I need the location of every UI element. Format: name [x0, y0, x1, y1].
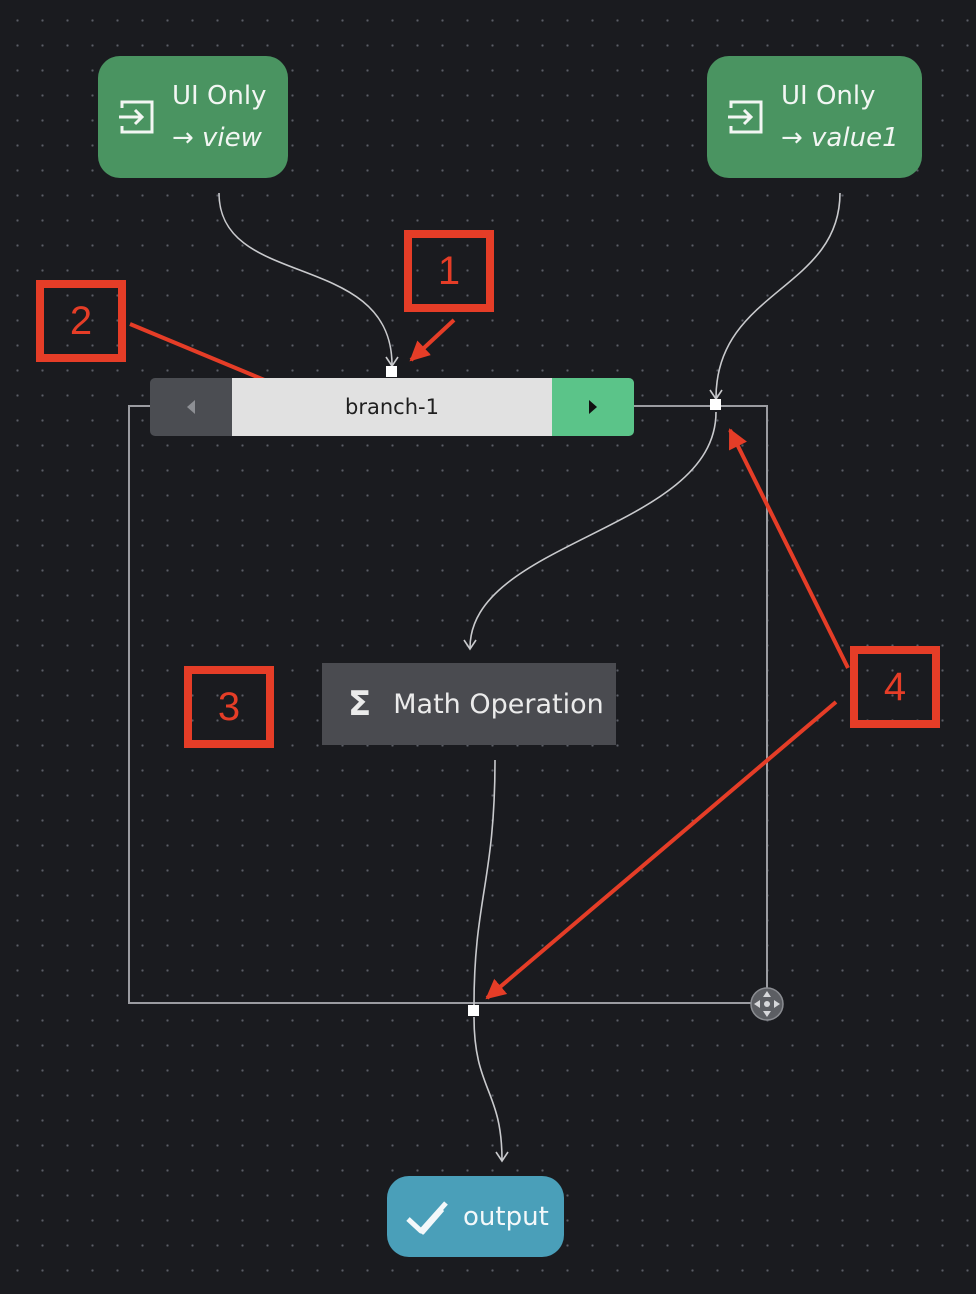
- annotation-badge-1: 1: [404, 230, 494, 312]
- branch-prev-button[interactable]: [150, 378, 232, 436]
- input-arrow-icon: [728, 100, 763, 134]
- input-node-view[interactable]: UI Only → view: [98, 56, 288, 178]
- wire-arrow-output: [495, 1151, 509, 1163]
- group-output-port[interactable]: [468, 1005, 479, 1016]
- input-node-variable: → view: [172, 123, 262, 153]
- wire-math-to-group-output: [473, 759, 496, 1006]
- input-node-value1[interactable]: UI Only → value1: [707, 56, 922, 178]
- branch-next-button[interactable]: [552, 378, 634, 436]
- move-resize-icon[interactable]: [750, 987, 784, 1021]
- annotation-badge-4: 4: [850, 646, 940, 728]
- input-node-variable: → value1: [781, 123, 899, 153]
- output-node[interactable]: output: [387, 1176, 564, 1257]
- wire-arrow-math: [463, 639, 477, 651]
- caret-right-icon: [589, 400, 597, 414]
- wire-value1-to-group: [715, 192, 841, 399]
- caret-left-icon: [187, 400, 195, 414]
- wire-group-to-output: [473, 1016, 503, 1161]
- input-arrow-icon: [119, 100, 154, 134]
- sigma-icon: Σ: [348, 684, 372, 724]
- wire-view-to-branch: [218, 192, 393, 366]
- annotation-badge-2: 2: [36, 280, 126, 362]
- input-node-text: UI Only → value1: [781, 75, 899, 159]
- branch-selector: branch-1: [150, 378, 634, 436]
- branch-name-label[interactable]: branch-1: [232, 378, 552, 436]
- input-node-label: UI Only: [172, 81, 267, 111]
- branch-input-port[interactable]: [386, 366, 397, 377]
- input-node-label: UI Only: [781, 81, 876, 111]
- wire-group-to-math: [469, 411, 717, 649]
- checkmark-icon: [406, 1200, 448, 1234]
- output-node-label: output: [463, 1201, 549, 1232]
- math-operation-label: Math Operation: [393, 688, 604, 720]
- annotation-arrow-1: [409, 318, 456, 362]
- annotation-arrow-4a: [728, 428, 850, 669]
- group-input-port[interactable]: [710, 399, 721, 410]
- math-operation-node[interactable]: Σ Math Operation: [322, 663, 616, 745]
- input-node-text: UI Only → view: [172, 75, 267, 159]
- annotation-arrow-4b: [485, 700, 838, 1000]
- annotation-badge-3: 3: [184, 666, 274, 748]
